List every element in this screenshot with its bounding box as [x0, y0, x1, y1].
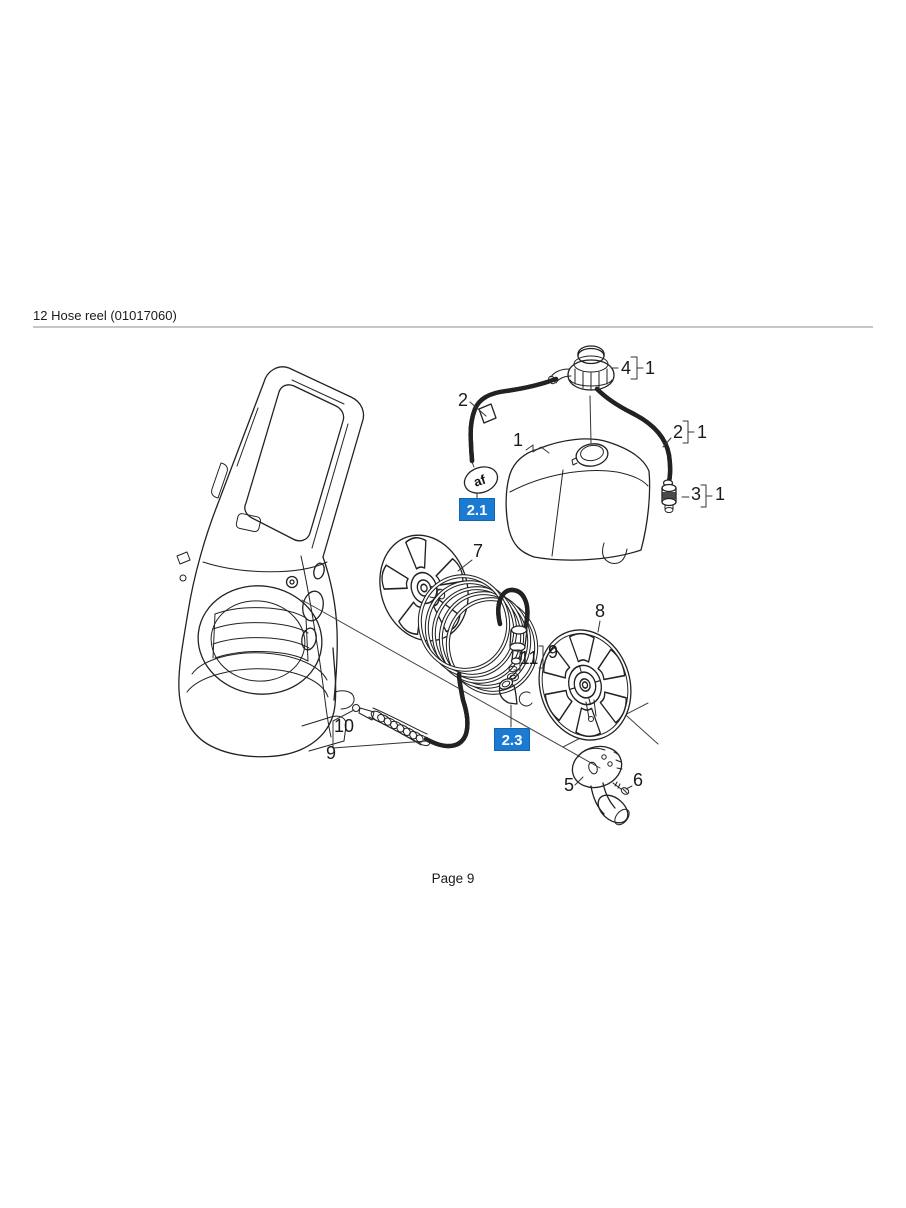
part-label-hose-left: 2 — [458, 390, 468, 410]
leader-lines — [332, 356, 713, 790]
part-label-orings: 11 — [520, 648, 539, 668]
reel-disc-rear — [526, 619, 643, 751]
part-qty-fitting: 1 — [715, 484, 725, 504]
part-label-guard-oring: 10 — [334, 716, 354, 736]
part-qty-cap: 1 — [645, 358, 655, 378]
revision-marker: af — [463, 466, 499, 494]
detergent-tank — [505, 395, 651, 564]
hose-end-fitting — [498, 590, 533, 707]
header-rule — [33, 326, 873, 328]
hose-coil — [417, 574, 539, 695]
section-link-2-3[interactable]: 2.3 — [494, 728, 530, 751]
part-labels: 2 4 1 1 2 1 3 1 7 8 11 9 10 9 5 6 — [326, 358, 725, 795]
section-link-2-1[interactable]: 2.1 — [459, 498, 495, 521]
suction-hose-right — [594, 386, 677, 513]
page-footer: Page 9 — [431, 871, 475, 886]
part-label-disc-rear: 8 — [595, 601, 605, 621]
part-label-tank: 1 — [513, 430, 523, 450]
inlet-fitting — [661, 479, 677, 513]
crank-handle — [571, 745, 630, 826]
hose-clip — [478, 403, 497, 424]
part-label-group-right: 9 — [548, 642, 558, 662]
part-label-screw: 6 — [633, 770, 643, 790]
page-title: 12 Hose reel (01017060) — [33, 308, 177, 323]
part-qty-hose-right: 1 — [697, 422, 707, 442]
part-label-cap: 4 — [621, 358, 631, 378]
crank-screw — [612, 781, 630, 795]
part-label-fitting: 3 — [691, 484, 701, 504]
revision-marker-text: af — [472, 472, 488, 490]
part-label-group-left: 9 — [326, 743, 336, 763]
pressure-washer-body — [176, 366, 365, 758]
part-label-hose-right: 2 — [673, 422, 683, 442]
part-label-crank: 5 — [564, 775, 574, 795]
tank-cap — [548, 345, 615, 391]
hose-guard-spring — [352, 671, 468, 748]
guard-oring — [352, 704, 360, 712]
part-label-disc-front: 7 — [473, 541, 483, 561]
suction-hose-left — [471, 376, 559, 464]
